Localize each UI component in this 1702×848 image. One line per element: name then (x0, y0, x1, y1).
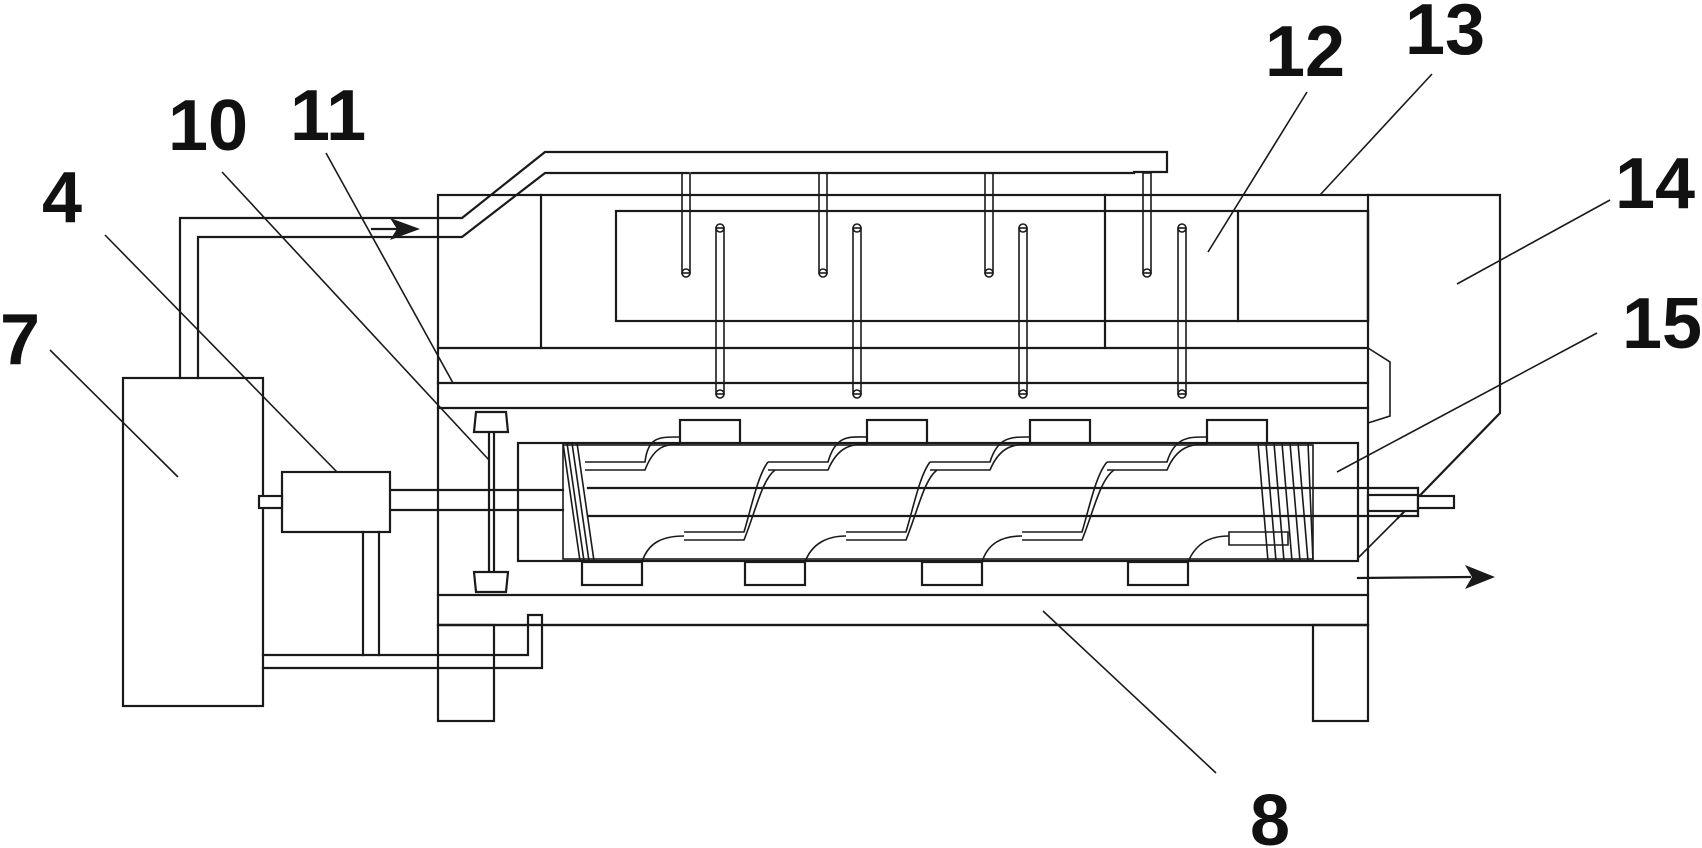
leader-7 (49, 349, 179, 478)
nozzle-4 (1142, 172, 1152, 278)
label-12: 12 (1265, 12, 1345, 92)
screw-drum (516, 441, 1360, 563)
agitator-10 (472, 410, 510, 594)
label-11: 11 (290, 76, 366, 156)
return-pipe (261, 613, 544, 670)
unit-7-box (121, 376, 265, 708)
label-10: 10 (168, 86, 248, 166)
label-14: 14 (1615, 144, 1695, 224)
leader-lines (49, 73, 1611, 774)
screw-flights (585, 436, 1289, 563)
spray-nozzles (681, 172, 1152, 278)
nozzle-3 (984, 172, 994, 278)
leader-8 (1042, 610, 1217, 774)
left-coil (562, 442, 595, 562)
label-15: 15 (1622, 284, 1702, 364)
label-13: 13 (1405, 0, 1485, 70)
leader-10 (221, 171, 490, 461)
leader-14 (1456, 199, 1611, 285)
label-7: 7 (0, 300, 40, 380)
outlet-arrow (1356, 565, 1495, 589)
component-14 (1357, 193, 1502, 559)
paddles (580, 418, 1269, 587)
leader-13 (1319, 73, 1433, 196)
upper-chamber (614, 193, 1370, 350)
label-8: 8 (1250, 781, 1290, 848)
inlet-arrow (370, 218, 420, 240)
leader-4 (104, 234, 338, 473)
motor-4 (257, 470, 392, 657)
inlet-duct (178, 150, 1169, 380)
leader-11 (325, 152, 454, 384)
rod-1 (715, 223, 725, 399)
leader-15 (1336, 332, 1598, 473)
main-housing (436, 193, 1370, 627)
nozzle-1 (681, 172, 691, 278)
right-coil (1257, 442, 1314, 562)
leader-12 (1207, 91, 1308, 253)
rod-3 (1018, 223, 1028, 399)
support-legs (436, 623, 1370, 723)
label-4: 4 (42, 158, 82, 238)
rod-4 (1177, 223, 1187, 399)
rod-2 (852, 223, 862, 399)
nozzle-2 (818, 172, 828, 278)
vertical-rods (715, 223, 1187, 399)
